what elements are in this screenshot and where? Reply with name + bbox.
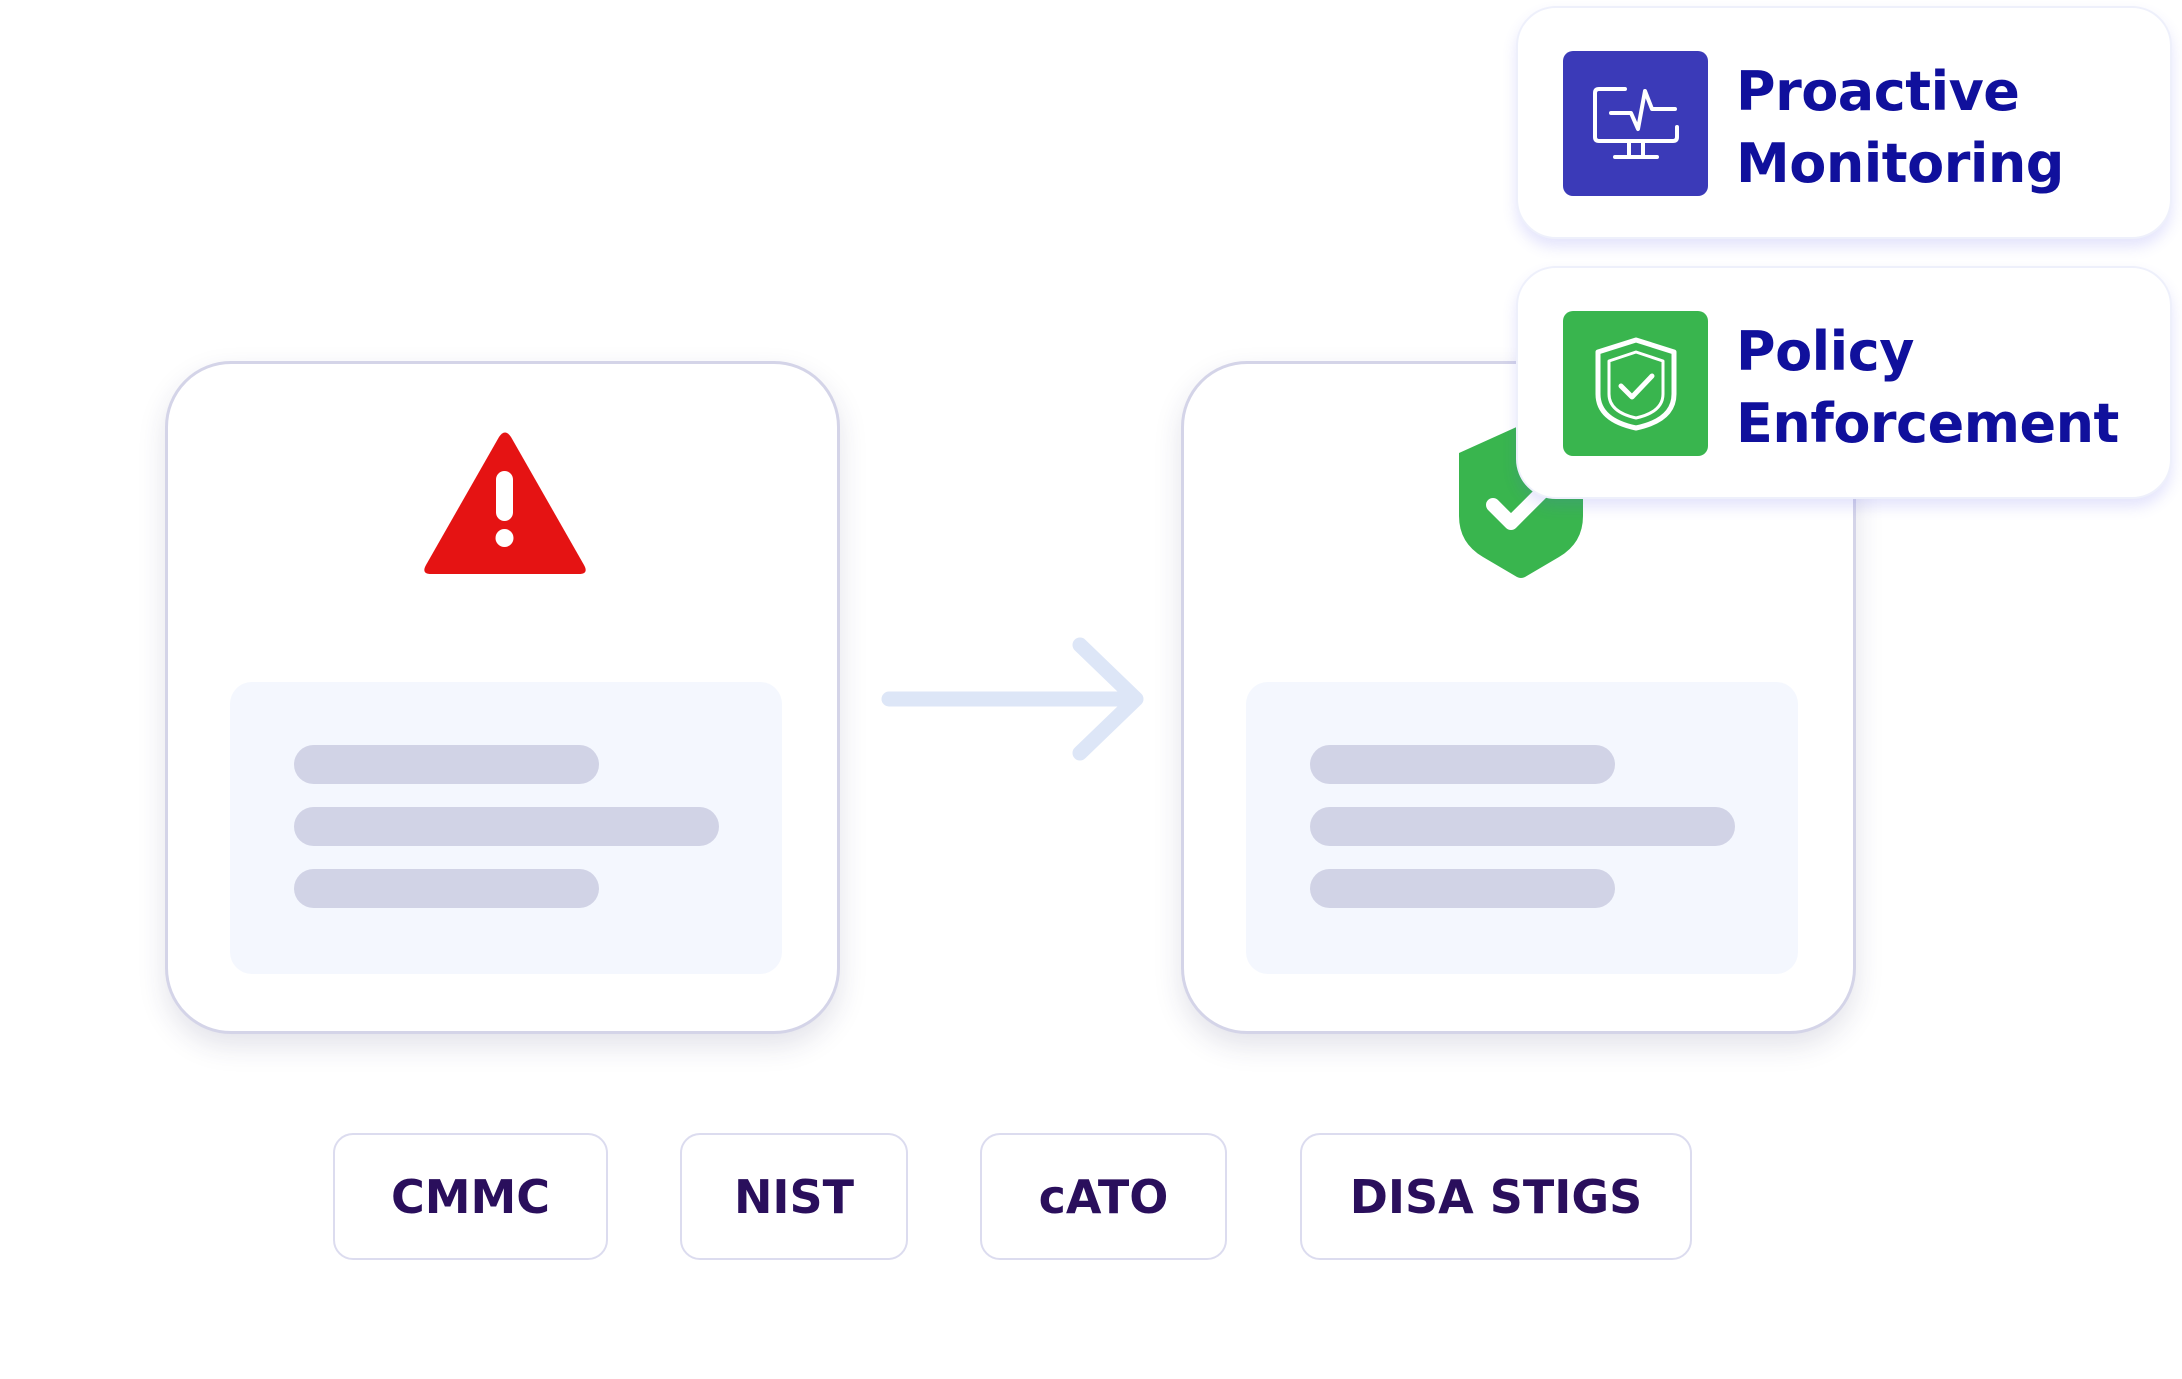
- framework-chip-cmmc: CMMC: [333, 1133, 608, 1260]
- proactive-monitoring-card: Proactive Monitoring: [1516, 6, 2172, 239]
- placeholder-line: [294, 869, 599, 908]
- placeholder-line: [1310, 807, 1735, 846]
- feature-title-line: Monitoring: [1736, 132, 2064, 195]
- feature-title: Proactive Monitoring: [1736, 56, 2156, 200]
- placeholder-line: [294, 745, 599, 784]
- feature-title: Policy Enforcement: [1736, 316, 2156, 460]
- feature-title-line: Policy: [1736, 320, 1914, 383]
- feature-title-line: Proactive: [1736, 60, 2020, 123]
- policy-enforcement-card: Policy Enforcement: [1516, 266, 2172, 499]
- arrow-right-icon: [881, 637, 1144, 761]
- framework-chip-cato: cATO: [980, 1133, 1227, 1260]
- placeholder-line: [1310, 869, 1615, 908]
- warning-icon: [424, 432, 586, 574]
- framework-chip-disa-stigs: DISA STIGS: [1300, 1133, 1692, 1260]
- framework-chip-nist: NIST: [680, 1133, 908, 1260]
- before-panel: [165, 361, 840, 1034]
- monitor-pulse-icon: [1563, 51, 1708, 196]
- placeholder-line: [1310, 745, 1615, 784]
- shield-check-icon: [1563, 311, 1708, 456]
- placeholder-line: [294, 807, 719, 846]
- content-placeholder: [1246, 682, 1798, 974]
- content-placeholder: [230, 682, 782, 974]
- feature-title-line: Enforcement: [1736, 392, 2119, 455]
